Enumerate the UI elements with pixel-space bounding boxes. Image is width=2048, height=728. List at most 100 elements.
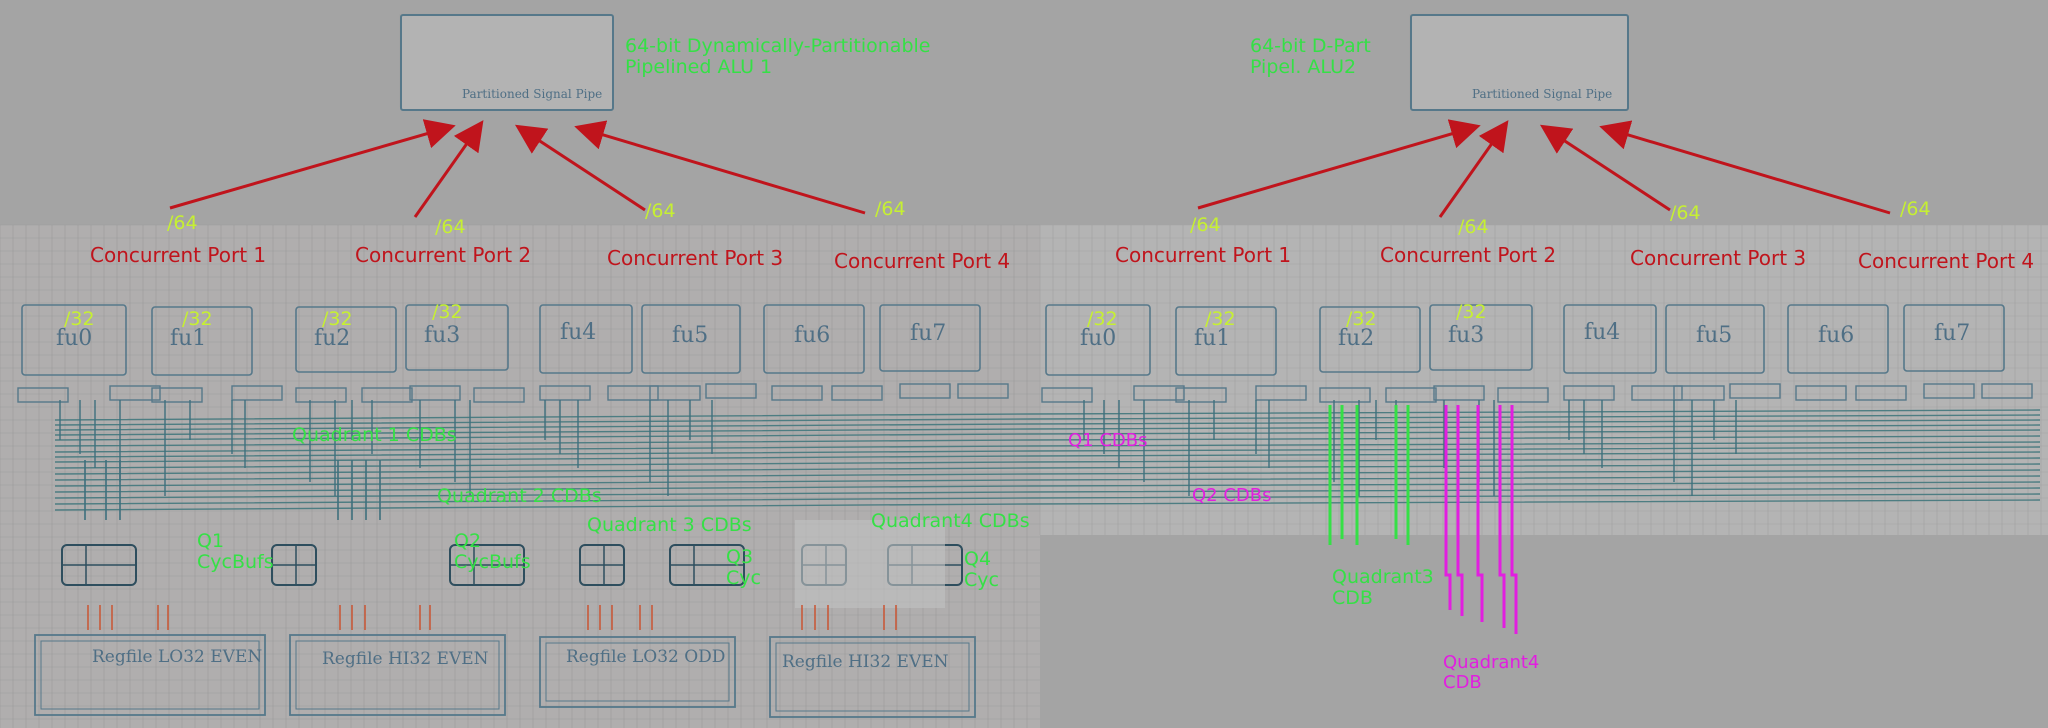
- regfile-inner: [40, 640, 260, 710]
- cdb-bus-line: [54, 441, 2041, 453]
- functional-unit-box: [1563, 304, 1657, 374]
- reservation-buffer: [473, 387, 525, 403]
- reservation-buffer: [1433, 385, 1485, 401]
- functional-unit-box: [763, 304, 865, 374]
- regfile-box: [769, 636, 976, 718]
- reservation-buffer: [607, 385, 659, 401]
- fu-1-label: fu1: [1194, 326, 1231, 351]
- fu-4-label: fu4: [560, 320, 597, 345]
- fu-6-label: fu6: [1818, 323, 1855, 348]
- cdb-bus-line: [54, 424, 2041, 436]
- bus-width-32: /32: [1346, 308, 1377, 330]
- reservation-buffer: [1385, 387, 1437, 403]
- quadrant4-cdb-line: [1510, 405, 1518, 634]
- cycbuf-label-q3: Q3 Cyc: [726, 546, 761, 590]
- reservation-buffer: [899, 383, 951, 399]
- quadrant4-cdb-line: [1444, 405, 1452, 610]
- reservation-buffer: [1175, 387, 1227, 403]
- functional-unit-box: [1903, 304, 2005, 372]
- cdb-label-q1: Q1 CDBs: [1068, 430, 1148, 451]
- bus-width-64: /64: [875, 198, 906, 220]
- alu-2-box: Partitioned Signal Pipe: [1410, 14, 1629, 111]
- functional-unit-box: [1175, 306, 1277, 376]
- fu-2-label: fu2: [314, 326, 351, 351]
- cdb-label-quadrant-3: Quadrant 3 CDBs: [587, 514, 752, 536]
- fu-7-label: fu7: [910, 321, 947, 346]
- bus-width-32: /32: [1087, 308, 1118, 330]
- port-label-3-right: Concurrent Port 3: [1630, 246, 1807, 270]
- reservation-buffer: [151, 387, 203, 403]
- alu-2-title: 64-bit D-Part Pipel. ALU2: [1250, 35, 1371, 79]
- functional-unit-box: [21, 304, 127, 376]
- bus-width-64: /64: [435, 216, 466, 238]
- cdb-label-q2: Q2 CDBs: [1192, 485, 1272, 506]
- cdb-bus-line: [54, 409, 2041, 421]
- cdb-bus-line: [54, 419, 2041, 431]
- cdb-label-quadrant-3: Quadrant3 CDB: [1332, 566, 1434, 610]
- reservation-buffer: [831, 385, 883, 401]
- bus-width-64: /64: [1458, 216, 1489, 238]
- reservation-buffer: [1041, 387, 1093, 403]
- reservation-buffer: [1923, 383, 1975, 399]
- bus-width-32: /32: [322, 308, 353, 330]
- functional-unit-box: [1787, 304, 1889, 374]
- reservation-buffer: [1563, 385, 1615, 401]
- cdb-label-quadrant-2: Quadrant 2 CDBs: [437, 485, 602, 507]
- bus-width-64: /64: [1900, 198, 1931, 220]
- port-label-1-right: Concurrent Port 1: [1115, 243, 1292, 267]
- regfile-label: Regfile LO32 EVEN: [92, 647, 263, 667]
- functional-unit-box: [641, 304, 741, 374]
- reservation-buffer: [1497, 387, 1549, 403]
- port-arrow: [514, 124, 646, 212]
- port-arrow: [1599, 120, 1891, 215]
- cdb-bus-line: [54, 446, 2041, 458]
- port-label-3-left: Concurrent Port 3: [607, 246, 784, 270]
- cdb-label-quadrant-4: Quadrant4 CDBs: [871, 510, 1030, 532]
- port-arrow: [413, 120, 484, 218]
- bus-width-32: /32: [1456, 301, 1487, 323]
- reservation-buffer: [1133, 385, 1185, 401]
- bus-width-64: /64: [167, 212, 198, 234]
- bus-width-32: /32: [1205, 308, 1236, 330]
- reservation-buffer: [1673, 385, 1725, 401]
- regfile-inner: [295, 640, 500, 710]
- regfile-inner: [545, 642, 730, 702]
- cycbuf-label-q4: Q4 Cyc: [964, 548, 999, 592]
- alu-2-caption: Partitioned Signal Pipe: [1472, 87, 1613, 101]
- port-label-1-left: Concurrent Port 1: [90, 243, 267, 267]
- functional-unit-box: [1045, 304, 1151, 376]
- regfile-label: Regfile LO32 ODD: [566, 647, 726, 667]
- port-label-4-left: Concurrent Port 4: [834, 249, 1011, 273]
- reservation-buffer: [539, 385, 591, 401]
- alu-1-caption: Partitioned Signal Pipe: [462, 87, 603, 101]
- fu-0-label: fu0: [1080, 326, 1117, 351]
- functional-unit-box: [1665, 304, 1765, 374]
- functional-unit-box: [405, 304, 509, 371]
- reservation-buffer: [771, 385, 823, 401]
- port-arrow: [1438, 120, 1509, 218]
- fu-6-label: fu6: [794, 323, 831, 348]
- reservation-buffer: [1319, 387, 1371, 403]
- reservation-buffer: [109, 385, 161, 401]
- bus-width-64: /64: [645, 200, 676, 222]
- quadrant4-cdb-line: [1456, 405, 1464, 616]
- port-arrow: [1197, 119, 1481, 210]
- regfile-box: [539, 636, 736, 708]
- port-label-2-right: Concurrent Port 2: [1380, 243, 1557, 267]
- bus-width-32: /32: [182, 308, 213, 330]
- reservation-buffer: [1631, 385, 1683, 401]
- reservation-buffer: [1255, 385, 1307, 401]
- fu-0-label: fu0: [56, 326, 93, 351]
- cycbuf-label-q1: Q1 CycBufs: [197, 530, 274, 574]
- cdb-bus-line: [54, 429, 2041, 441]
- regfile-label: Regfile HI32 EVEN: [782, 652, 949, 672]
- alu-1-box: Partitioned Signal Pipe: [400, 14, 614, 111]
- reservation-buffer: [957, 383, 1009, 399]
- reservation-buffer: [409, 385, 461, 401]
- port-arrow: [169, 119, 456, 210]
- fu-3-label: fu3: [1448, 323, 1485, 348]
- bus-width-32: /32: [432, 301, 463, 323]
- port-label-2-left: Concurrent Port 2: [355, 243, 532, 267]
